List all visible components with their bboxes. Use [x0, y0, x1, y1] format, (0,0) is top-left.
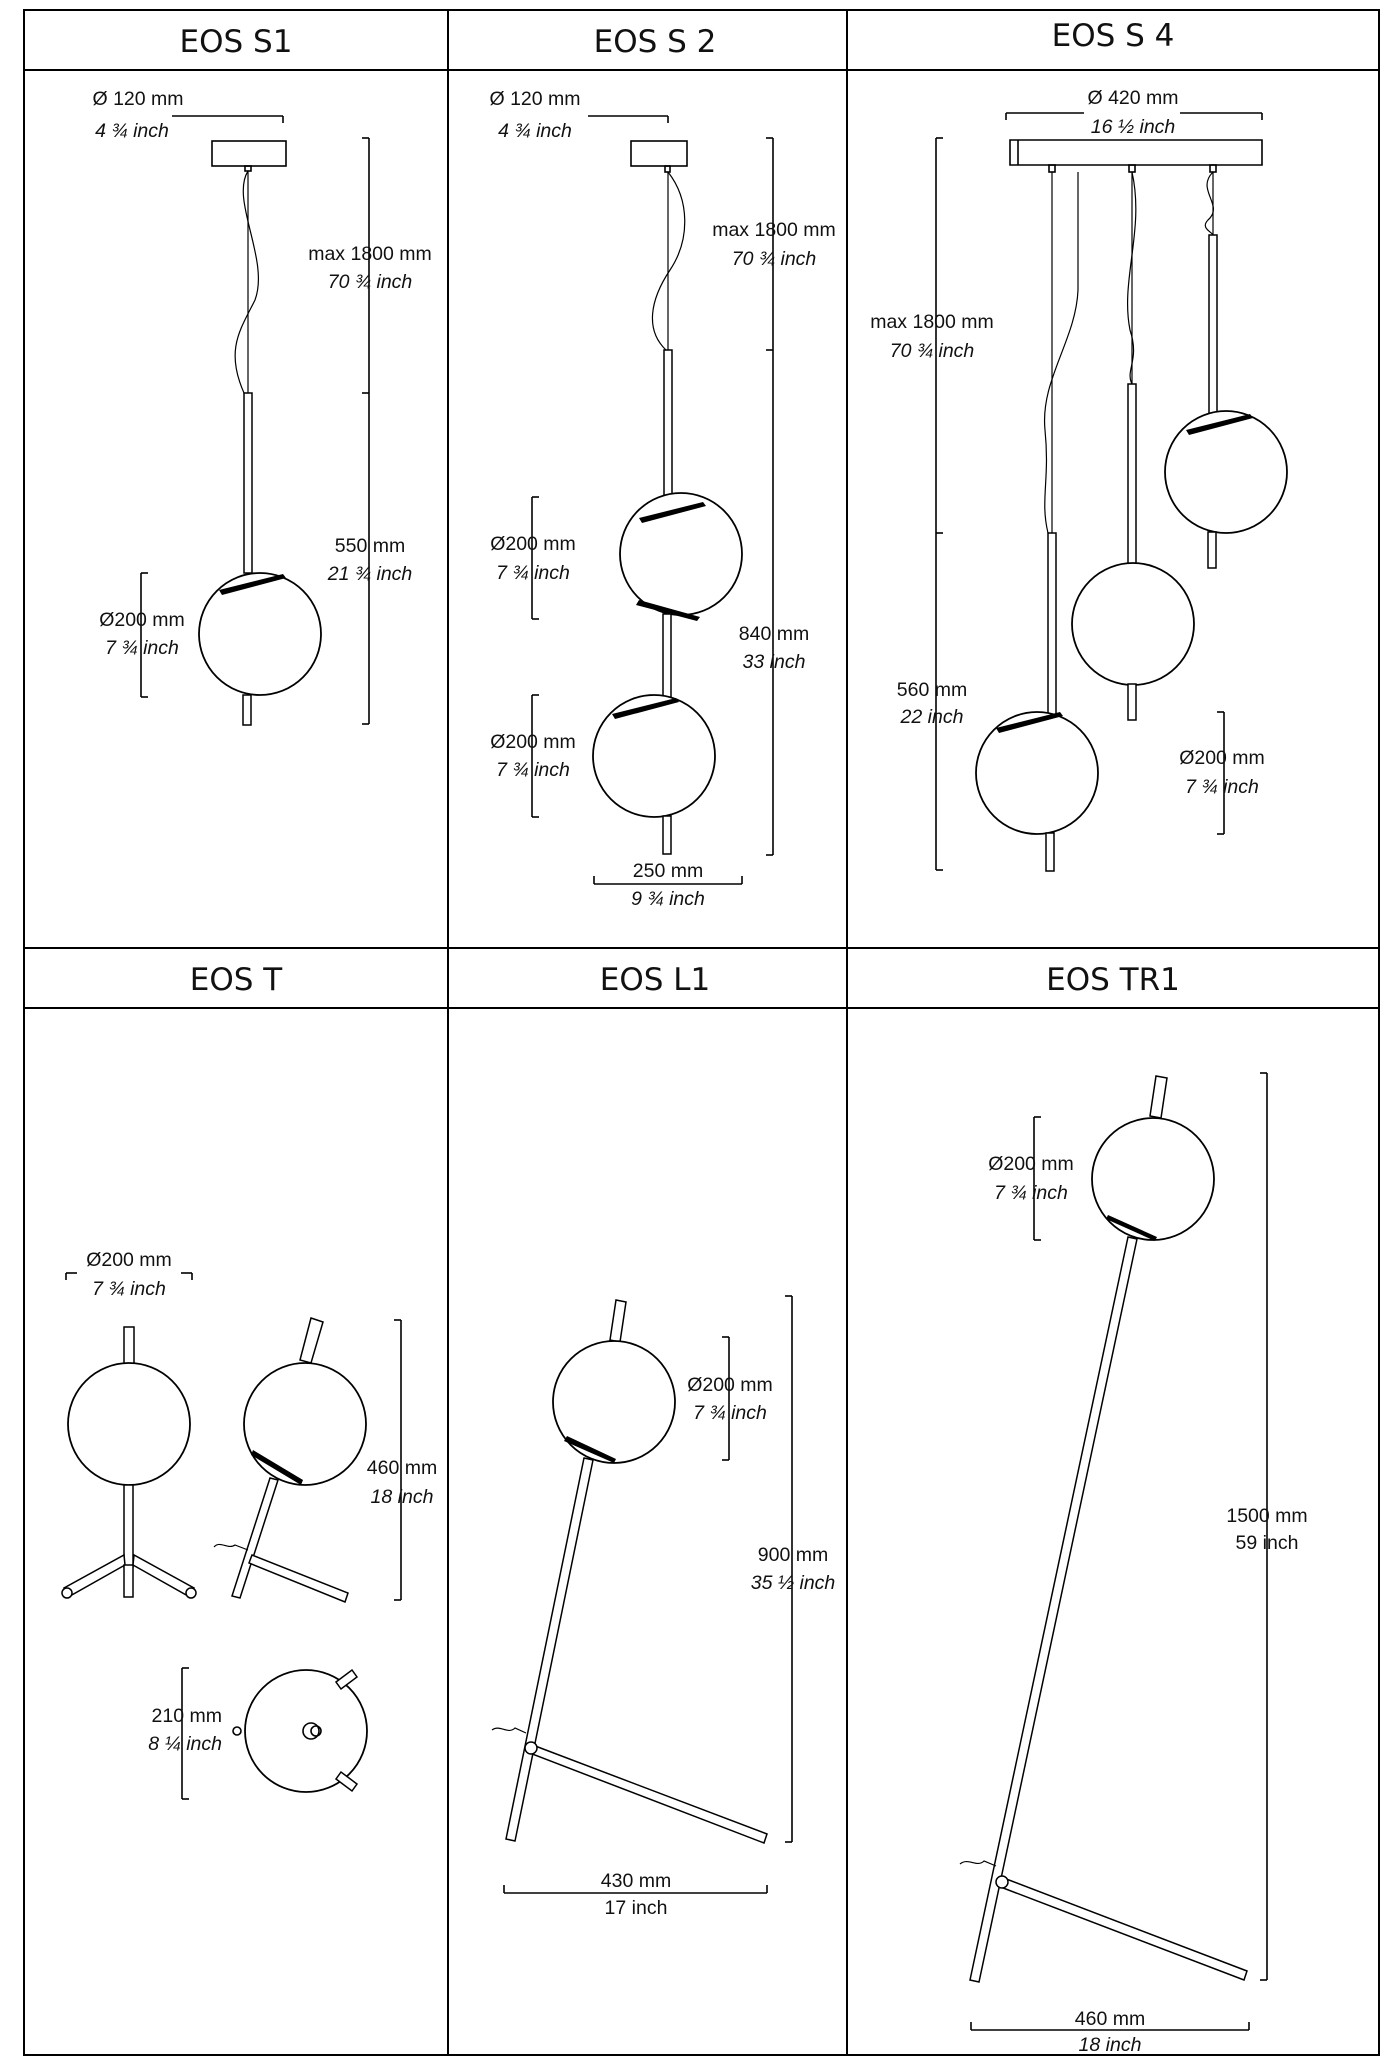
eos-tr1-drawing [959, 1075, 1248, 1983]
dim-globe-lower-inch: 7 ¾ inch [496, 759, 570, 781]
dim-length-inch: 33 inch [743, 651, 806, 673]
dim-globe-mm: Ø200 mm [687, 1374, 773, 1396]
dim-width-mm: 430 mm [601, 1870, 671, 1892]
dim-width-mm: 250 mm [633, 860, 703, 882]
eos-s1-dimensions: Ø 120 mm 4 ¾ inch max 1800 mm 70 ¾ inch … [92, 88, 432, 725]
dim-width-inch: 18 inch [1079, 2034, 1142, 2056]
globe-side [243, 1362, 367, 1486]
dim-canopy-inch: 4 ¾ inch [498, 120, 572, 142]
dim-base-mm: 210 mm [152, 1705, 222, 1727]
eos-s4-drawing [975, 139, 1288, 872]
panel-title-eos-tr1: EOS TR1 [1046, 962, 1180, 998]
dim-length-mm: 550 mm [335, 535, 405, 557]
dim-canopy-mm: Ø 120 mm [489, 88, 580, 110]
dim-height-mm: 900 mm [758, 1544, 828, 1566]
dim-globe-inch: 7 ¾ inch [92, 1278, 166, 1300]
dim-drop-mm: max 1800 mm [308, 243, 432, 265]
canopy [630, 140, 688, 167]
dim-length-inch: 21 ¾ inch [327, 563, 413, 585]
dim-length-mm: 560 mm [897, 679, 967, 701]
dim-globe-mm: Ø200 mm [86, 1249, 172, 1271]
rod-short [1208, 234, 1218, 416]
eos-t-drawing [61, 1317, 368, 1793]
globe-front [67, 1362, 191, 1486]
dim-globe-inch: 7 ¾ inch [693, 1402, 767, 1424]
eos-s2-dimensions: Ø 120 mm 4 ¾ inch max 1800 mm 70 ¾ inch … [489, 88, 835, 910]
dim-globe-upper-mm: Ø200 mm [490, 533, 576, 555]
globe [1091, 1117, 1215, 1241]
dim-width-inch: 9 ¾ inch [631, 888, 705, 910]
rod [243, 392, 253, 574]
rod [505, 1457, 594, 1842]
dim-drop-inch: 70 ¾ inch [890, 340, 975, 362]
dim-drop-mm: max 1800 mm [712, 219, 836, 241]
canopy [211, 140, 287, 167]
rod-long [1047, 532, 1057, 724]
dim-canopy-inch: 4 ¾ inch [95, 120, 169, 142]
dim-drop-inch: 70 ¾ inch [732, 248, 817, 270]
dim-length-mm: 840 mm [739, 623, 809, 645]
sheet-grid [23, 9, 1380, 2056]
dim-base-inch: 8 ¼ inch [148, 1733, 222, 1755]
globe-top [244, 1669, 368, 1793]
globe-short [1164, 410, 1288, 534]
globe-mid [1071, 562, 1195, 686]
globe-long [975, 711, 1099, 835]
dim-globe-inch: 7 ¾ inch [994, 1182, 1068, 1204]
dim-globe-inch: 7 ¾ inch [105, 637, 179, 659]
dim-width-inch: 17 inch [605, 1897, 668, 1919]
eos-s4-dimensions: Ø 420 mm 16 ½ inch max 1800 mm 70 ¾ inch… [870, 87, 1265, 871]
dim-globe-inch: 7 ¾ inch [1185, 776, 1259, 798]
eos-t-dimensions: Ø200 mm 7 ¾ inch 460 mm 18 inch 210 mm 8… [65, 1249, 437, 1800]
globe [552, 1340, 676, 1464]
dim-globe-mm: Ø200 mm [99, 609, 185, 631]
eos-tr1-dimensions: Ø200 mm 7 ¾ inch 1500 mm 59 inch 460 mm … [970, 1072, 1308, 2056]
dim-globe-upper-inch: 7 ¾ inch [496, 562, 570, 584]
canopy [1009, 139, 1263, 166]
eos-s1-drawing [198, 140, 322, 726]
dim-canopy-mm: Ø 120 mm [92, 88, 183, 110]
dim-length-inch: 22 inch [900, 706, 964, 728]
panel-title-eos-s4: EOS S 4 [1052, 18, 1175, 54]
dim-canopy-inch: 16 ½ inch [1091, 116, 1176, 138]
panel-title-eos-s1: EOS S1 [180, 24, 293, 60]
dim-globe-mm: Ø200 mm [1179, 747, 1265, 769]
dim-height-mm: 460 mm [367, 1457, 437, 1479]
rod [663, 349, 673, 501]
dim-height-inch: 18 inch [371, 1486, 434, 1508]
dim-drop-mm: max 1800 mm [870, 311, 994, 333]
dim-canopy-mm: Ø 420 mm [1087, 87, 1178, 109]
dim-globe-mm: Ø200 mm [988, 1153, 1074, 1175]
rod-mid [1127, 383, 1137, 565]
eos-s2-drawing [592, 140, 743, 855]
panel-title-eos-t: EOS T [190, 962, 284, 998]
globe-lower [592, 694, 716, 818]
dim-globe-lower-mm: Ø200 mm [490, 731, 576, 753]
panel-title-eos-s2: EOS S 2 [594, 24, 717, 60]
dim-height-inch: 59 inch [1236, 1532, 1299, 1554]
dim-drop-inch: 70 ¾ inch [328, 271, 413, 293]
eos-l1-dimensions: Ø200 mm 7 ¾ inch 900 mm 35 ½ inch 430 mm… [503, 1295, 836, 1919]
globe [198, 572, 322, 696]
dim-height-inch: 35 ½ inch [751, 1572, 836, 1594]
rod [969, 1236, 1138, 1983]
panel-title-eos-l1: EOS L1 [600, 962, 711, 998]
eos-l1-drawing [491, 1299, 768, 1844]
dim-height-mm: 1500 mm [1226, 1505, 1307, 1527]
dim-width-mm: 460 mm [1075, 2008, 1145, 2030]
